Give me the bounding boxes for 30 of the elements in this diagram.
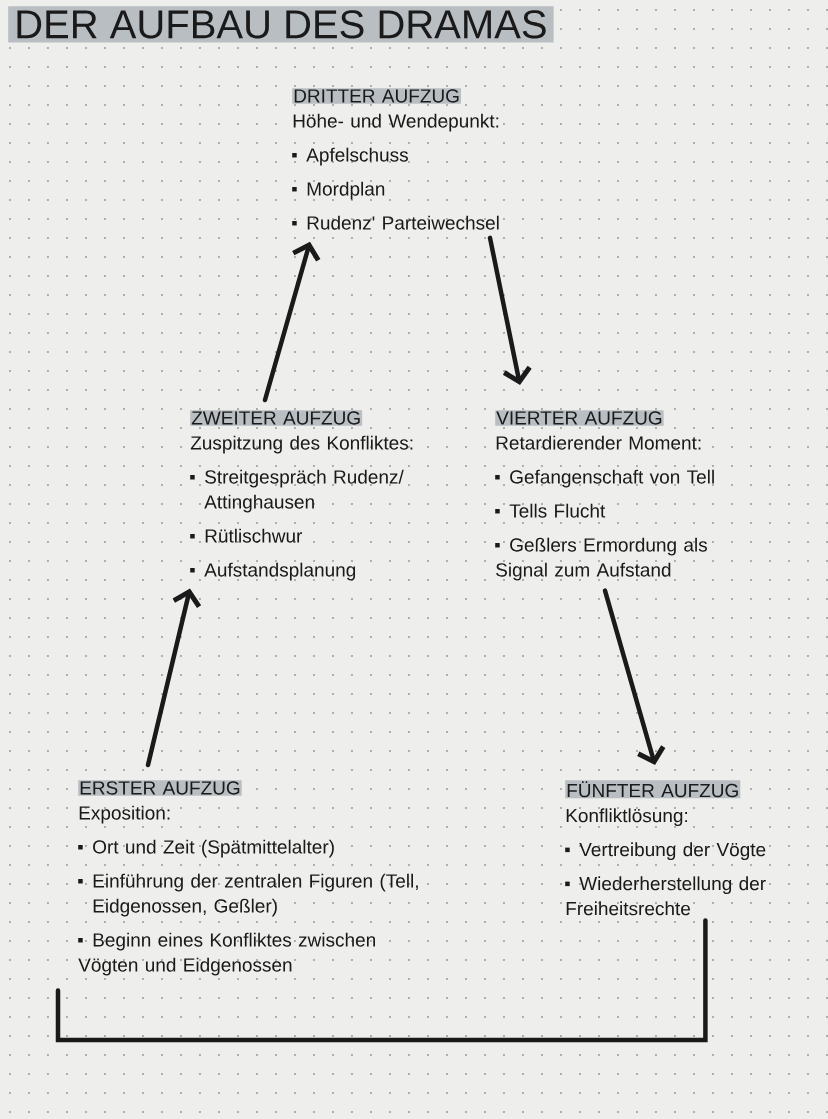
bullet-item: Aufstandsplanung bbox=[190, 562, 356, 581]
act-heading: DRITTER AUFZUG bbox=[292, 88, 461, 104]
bracket-line bbox=[55, 918, 708, 1043]
act-heading: VIERTER AUFZUG bbox=[495, 410, 664, 426]
bullet-item: Rudenz' Parteiwechsel bbox=[292, 215, 499, 230]
arrow bbox=[145, 588, 202, 768]
arrow bbox=[262, 241, 321, 403]
act-subtitle: Retardierender Moment: bbox=[496, 435, 701, 450]
bullet-item: Tells Flucht bbox=[495, 503, 606, 518]
arrow bbox=[602, 588, 666, 765]
act-heading: FÜNFTER AUFZUG bbox=[565, 780, 741, 799]
bullet-item: Ort und Zeit (Spätmittelalter) bbox=[78, 839, 334, 858]
bullet-item: Rütlischwur bbox=[190, 528, 303, 543]
title: DER AUFBAU DES DRAMAS bbox=[8, 6, 554, 43]
arrow bbox=[487, 235, 532, 385]
bullet-item: Einführung der zentralen Figuren (Tell, Eidgenossen, Geßler) bbox=[78, 873, 418, 917]
act-subtitle: Exposition: bbox=[79, 805, 170, 824]
act-heading: ERSTER AUFZUG bbox=[78, 780, 242, 796]
bullet-item: Streitgespräch Rudenz/ Attinghausen bbox=[190, 469, 404, 513]
bullet-item: Beginn eines Konfliktes zwischen Vögten und Eidgenossen bbox=[78, 932, 375, 976]
bullet-item: Geßlers Ermordung als Signal zum Aufstand bbox=[495, 537, 707, 581]
act-subtitle: Zuspitzung des Konfliktes: bbox=[190, 435, 413, 454]
bullet-item: Mordplan bbox=[292, 181, 385, 200]
act-subtitle: Konfliktlösung: bbox=[566, 808, 687, 827]
bullet-item: Apfelschuss bbox=[292, 147, 408, 166]
act-heading: ZWEITER AUFZUG bbox=[190, 410, 363, 426]
act-subtitle: Höhe- und Wendepunkt: bbox=[293, 113, 499, 132]
bullet-item: Gefangenschaft von Tell bbox=[495, 469, 714, 488]
bullet-item: Wiederherstellung der Freiheitsrechte bbox=[565, 876, 766, 916]
bullet-item: Vertreibung der Vögte bbox=[565, 842, 766, 861]
